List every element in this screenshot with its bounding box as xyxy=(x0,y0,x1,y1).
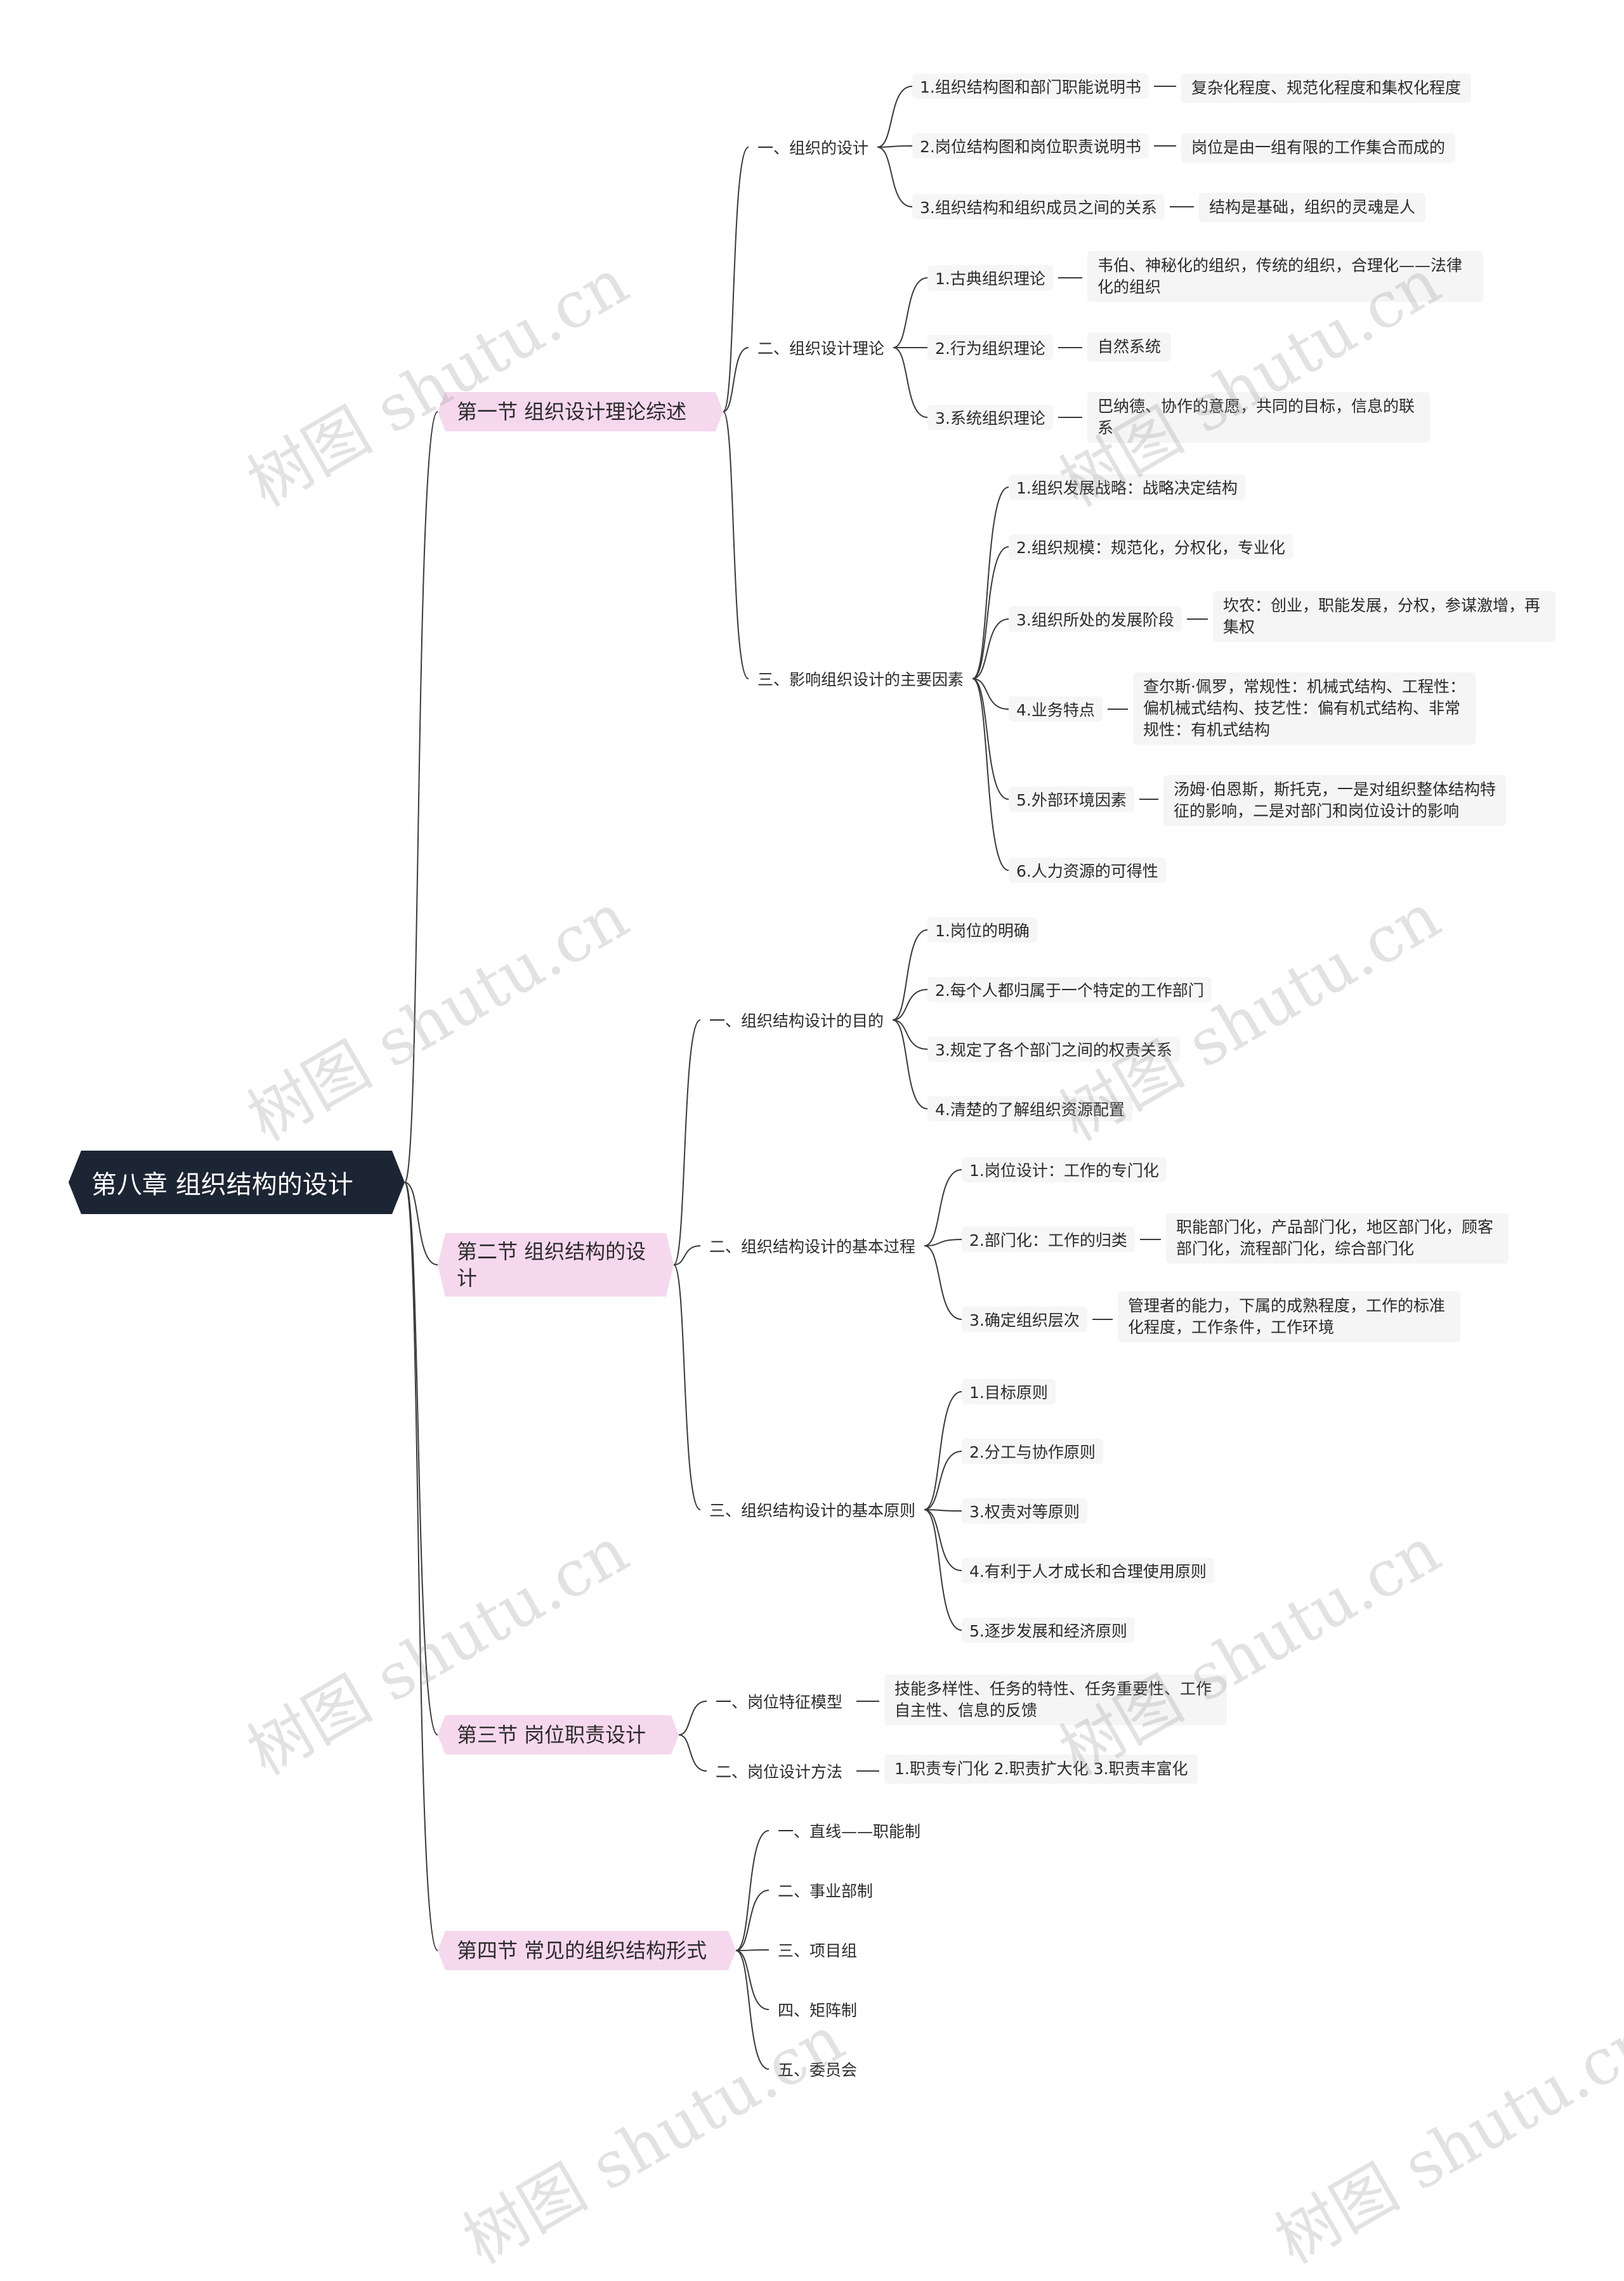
connector-line xyxy=(972,546,1009,679)
s1-t2-detail-3[interactable]: 巴纳德、协作的意愿，共同的目标，信息的联系 xyxy=(1087,392,1430,443)
s2-t3-item-1[interactable]: 1.目标原则 xyxy=(962,1379,1056,1404)
connector-line xyxy=(924,1391,962,1510)
s3-t2-detail[interactable]: 1.职责专门化 2.职责扩大化 3.职责丰富化 xyxy=(884,1755,1198,1784)
s2-topic-1[interactable]: 一、组织结构设计的目的 xyxy=(700,1007,893,1033)
connector-line xyxy=(673,1264,701,1510)
s1-t3-item-4[interactable]: 4.业务特点 xyxy=(1009,696,1103,722)
connector-line xyxy=(924,1509,962,1571)
s1-topic-1[interactable]: 一、组织的设计 xyxy=(749,134,878,160)
connector-line xyxy=(972,678,1009,710)
connector-line xyxy=(924,1509,962,1512)
s1-topic-3[interactable]: 三、影响组织设计的主要因素 xyxy=(749,666,973,691)
s1-t2-item-3[interactable]: 3.系统组织理论 xyxy=(927,405,1053,430)
s1-t1-item-3[interactable]: 3.组织结构和组织成员之间的关系 xyxy=(912,194,1165,219)
s1-t1-item-2[interactable]: 2.岗位结构图和岗位职责说明书 xyxy=(912,133,1149,159)
s4-topic-4[interactable]: 四、矩阵制 xyxy=(769,1997,867,2022)
connector-line xyxy=(893,277,928,348)
connector-line xyxy=(924,1451,962,1510)
root-topic[interactable]: 第八章 组织结构的设计 xyxy=(69,1151,405,1214)
s1-t3-item-1[interactable]: 1.组织发展战略：战略决定结构 xyxy=(1009,474,1245,500)
s2-t3-item-2[interactable]: 2.分工与协作原则 xyxy=(962,1439,1103,1464)
s2-t2-item-2[interactable]: 2.部门化：工作的归类 xyxy=(962,1227,1135,1252)
connector-line xyxy=(735,1890,769,1951)
s2-t2-item-1[interactable]: 1.岗位设计：工作的专门化 xyxy=(962,1157,1167,1182)
s1-t2-detail-1[interactable]: 韦伯、神秘化的组织，传统的组织，合理化——法律化的组织 xyxy=(1087,251,1483,302)
s4-topic-5[interactable]: 五、委员会 xyxy=(769,2056,867,2082)
s2-t1-item-2[interactable]: 2.每个人都归属于一个特定的工作部门 xyxy=(927,977,1212,1002)
connector-line xyxy=(972,678,1009,800)
connector-line xyxy=(735,1830,769,1951)
s4-topic-3[interactable]: 三、项目组 xyxy=(769,1937,867,1963)
s1-t1-detail-1[interactable]: 复杂化程度、规范化程度和集权化程度 xyxy=(1181,74,1472,103)
s1-t2-item-2[interactable]: 2.行为组织理论 xyxy=(927,335,1053,360)
s3-t1-detail[interactable]: 技能多样性、任务的特性、任务重要性、工作自主性、信息的反馈 xyxy=(884,1675,1227,1725)
connector-line xyxy=(972,618,1009,679)
s2-t2-detail-2[interactable]: 职能部门化，产品部门化，地区部门化，顾客部门化，流程部门化，综合部门化 xyxy=(1166,1213,1509,1264)
connector-line xyxy=(924,1169,962,1246)
connector-line xyxy=(892,929,928,1021)
s1-t1-detail-3[interactable]: 结构是基础，组织的灵魂是人 xyxy=(1199,193,1426,222)
connector-line xyxy=(404,1182,438,1951)
s1-t3-detail-3[interactable]: 坎农：创业，职能发展，分权，参谋激增，再集权 xyxy=(1213,591,1555,642)
s2-t2-detail-3[interactable]: 管理者的能力，下属的成熟程度，工作的标准化程度，工作条件，工作环境 xyxy=(1118,1291,1460,1342)
s1-t1-item-1[interactable]: 1.组织结构图和部门职能说明书 xyxy=(912,74,1149,99)
connector-line xyxy=(673,1019,701,1265)
section-2[interactable]: 第二节 组织结构的设计 xyxy=(438,1233,674,1297)
s1-t3-item-6[interactable]: 6.人力资源的可得性 xyxy=(1009,858,1166,883)
s2-t3-item-3[interactable]: 3.权责对等原则 xyxy=(962,1498,1087,1524)
connector-line xyxy=(924,1509,962,1631)
connector-line xyxy=(673,1245,701,1265)
connector-line xyxy=(404,1182,438,1735)
connector-line xyxy=(678,1701,707,1735)
section-4[interactable]: 第四节 常见的组织结构形式 xyxy=(438,1931,736,1970)
connector-line xyxy=(892,989,928,1021)
connector-line xyxy=(972,487,1009,679)
s3-topic-1[interactable]: 一、岗位特征模型 xyxy=(707,1689,852,1714)
connector-line xyxy=(877,147,913,207)
s1-t1-detail-2[interactable]: 岗位是由一组有限的工作集合而成的 xyxy=(1181,133,1456,162)
s2-t3-item-4[interactable]: 4.有利于人才成长和合理使用原则 xyxy=(962,1558,1214,1583)
connector-line xyxy=(404,411,438,1183)
connector-line xyxy=(735,1950,769,2070)
connector-line xyxy=(877,145,913,148)
s1-t2-item-1[interactable]: 1.古典组织理论 xyxy=(927,265,1053,291)
connector-lines xyxy=(404,86,1208,2070)
section-1[interactable]: 第一节 组织设计理论综述 xyxy=(438,392,723,431)
connector-line xyxy=(893,347,928,418)
connector-line xyxy=(404,1182,438,1265)
s3-topic-2[interactable]: 二、岗位设计方法 xyxy=(707,1758,852,1784)
section-3[interactable]: 第三节 岗位职责设计 xyxy=(438,1715,679,1755)
s4-topic-1[interactable]: 一、直线——职能制 xyxy=(769,1818,930,1843)
connector-line xyxy=(735,1949,769,1951)
s1-t3-item-3[interactable]: 3.组织所处的发展阶段 xyxy=(1009,606,1182,632)
s2-t1-item-1[interactable]: 1.岗位的明确 xyxy=(927,917,1037,943)
connector-line xyxy=(678,1734,707,1772)
connector-line xyxy=(924,1239,962,1246)
s1-t3-item-5[interactable]: 5.外部环境因素 xyxy=(1009,787,1134,812)
connector-line xyxy=(735,1950,769,2010)
connector-line xyxy=(723,347,749,412)
connector-line xyxy=(723,147,749,412)
s2-t1-item-4[interactable]: 4.清楚的了解组织资源配置 xyxy=(927,1096,1132,1121)
s1-t3-item-2[interactable]: 2.组织规模：规范化，分权化，专业化 xyxy=(1009,534,1293,559)
s1-t2-detail-2[interactable]: 自然系统 xyxy=(1087,332,1172,362)
s1-t3-detail-5[interactable]: 汤姆·伯恩斯，斯托克，一是对组织整体结构特征的影响，二是对部门和岗位设计的影响 xyxy=(1163,775,1506,826)
s4-topic-2[interactable]: 二、事业部制 xyxy=(769,1878,882,1903)
s1-topic-2[interactable]: 二、组织设计理论 xyxy=(749,335,894,360)
connector-line xyxy=(972,678,1009,871)
s2-t3-item-5[interactable]: 5.逐步发展和经济原则 xyxy=(962,1618,1135,1643)
connector-line xyxy=(877,86,913,148)
connector-line xyxy=(892,1019,928,1050)
s1-t3-detail-4[interactable]: 查尔斯·佩罗，常规性：机械式结构、工程性：偏机械式结构、技艺性：偏有机式结构、非… xyxy=(1133,672,1476,745)
connector-line xyxy=(924,1245,962,1320)
s2-t2-item-3[interactable]: 3.确定组织层次 xyxy=(962,1307,1087,1332)
s2-topic-3[interactable]: 三、组织结构设计的基本原则 xyxy=(700,1497,925,1522)
s2-t1-item-3[interactable]: 3.规定了各个部门之间的权责关系 xyxy=(927,1036,1180,1062)
s2-topic-2[interactable]: 二、组织结构设计的基本过程 xyxy=(700,1233,925,1258)
connector-line xyxy=(892,1019,928,1109)
connector-line xyxy=(723,411,749,679)
